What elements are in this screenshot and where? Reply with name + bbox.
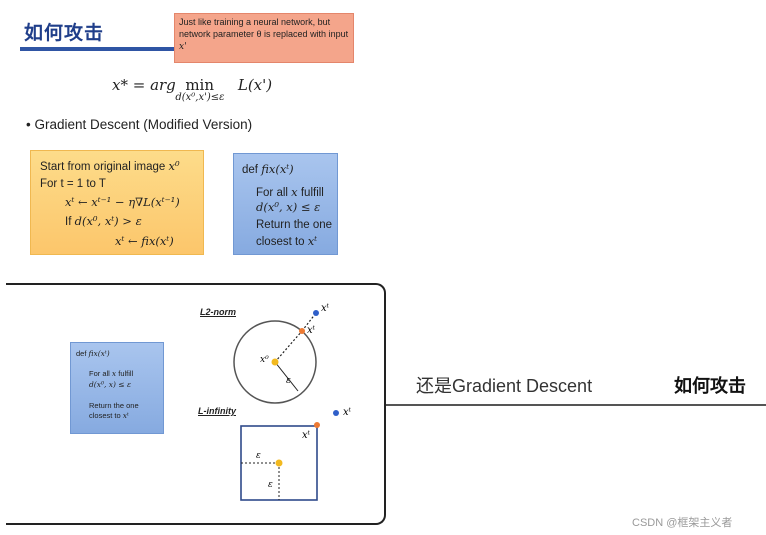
algo-line-2: For t = 1 to T xyxy=(40,178,106,190)
formula-lhs: x* = arg xyxy=(112,76,176,94)
l2-projection-line xyxy=(274,330,303,363)
mindmap-node[interactable]: 还是Gradient Descent xyxy=(416,376,593,396)
fix-small-line-1: def fix(xᵗ) xyxy=(76,349,110,358)
fix-line-1: def fix(xᵗ) xyxy=(242,162,294,176)
mindmap-root[interactable]: 如何攻击 xyxy=(674,376,746,397)
l2-xt-label: xᵗ xyxy=(321,303,330,314)
fix-function-box-small: def fix(xᵗ) For all x fulfill d(x⁰, x) ≤… xyxy=(70,342,164,434)
fix-small-line-2: For all x fulfill xyxy=(89,369,134,378)
fix-line-3: d(x⁰, x) ≤ ε xyxy=(256,200,321,214)
l-infinity-label: L-infinity xyxy=(198,406,236,416)
fix-small-line-5: closest to xᵗ xyxy=(89,411,129,420)
l2-projected-point xyxy=(299,328,305,334)
algo-line-4: If d(x⁰, xᵗ) > ε xyxy=(65,214,142,228)
note-line-3: x' xyxy=(179,42,187,52)
l2-norm-label: L2-norm xyxy=(200,307,236,317)
linf-projected-point xyxy=(314,422,320,428)
algorithm-box: Start from original image x⁰ For t = 1 t… xyxy=(30,150,204,255)
note-line-2: network parameter θ is replaced with inp… xyxy=(179,29,349,39)
fix-line-5: closest to xᵗ xyxy=(256,234,318,248)
linf-xt-point xyxy=(333,410,339,416)
algo-line-3: xᵗ ← xᵗ⁻¹ − η∇L(xᵗ⁻¹) xyxy=(65,195,180,209)
fix-line-4: Return the one xyxy=(256,219,333,231)
watermark: CSDN @框架主义者 xyxy=(632,517,733,529)
mindmap-connector xyxy=(386,404,766,406)
fix-small-line-3: d(x⁰, x) ≤ ε xyxy=(89,380,131,389)
l2-projected-label: xᵗ xyxy=(307,325,316,336)
linf-x0-point xyxy=(275,459,283,467)
formula-constraint: d(x⁰,x')≤ε xyxy=(175,92,225,103)
linf-xt-label: xᵗ xyxy=(343,407,352,418)
linf-eps-v-label: ε xyxy=(268,480,273,490)
l2-ball xyxy=(233,320,317,404)
norm-diagram: xᵗ xᵗ x⁰ ε xᵗ xᵗ ε ε xyxy=(233,303,352,501)
note-callout: Just like training a neural network, but… xyxy=(174,13,354,63)
formula-rhs: L(x') xyxy=(237,76,273,94)
algo-line-5: xᵗ ← fix(xᵗ) xyxy=(115,234,174,248)
fix-function-box: def fix(xᵗ) For all x fulfill d(x⁰, x) ≤… xyxy=(233,153,338,255)
l2-x0-point xyxy=(271,358,279,366)
gradient-descent-bullet: • Gradient Descent (Modified Version) xyxy=(26,117,253,132)
slide-title: 如何攻击 xyxy=(24,22,105,44)
fix-line-2: For all x fulfill xyxy=(256,185,324,199)
l2-radius-line xyxy=(274,361,299,392)
linf-projected-label: xᵗ xyxy=(302,430,311,441)
l2-eps-label: ε xyxy=(286,376,291,386)
linf-eps-h-label: ε xyxy=(256,451,261,461)
title-underline xyxy=(20,47,175,51)
algo-line-1: Start from original image x⁰ xyxy=(40,159,180,173)
fix-small-line-4: Return the one xyxy=(89,401,139,410)
note-line-1: Just like training a neural network, but xyxy=(179,17,331,27)
l2-x0-label: x⁰ xyxy=(260,355,269,365)
l2-xt-point xyxy=(313,310,319,316)
mindmap-card xyxy=(6,283,386,525)
